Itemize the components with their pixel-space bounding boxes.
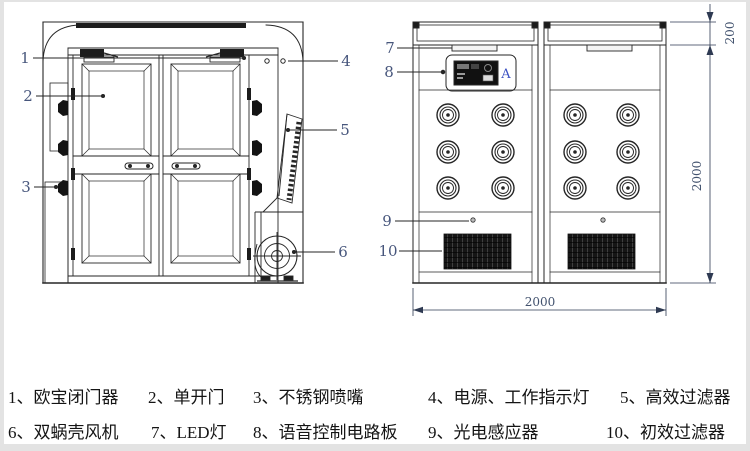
page-edge-strip <box>0 444 750 451</box>
hepa-filter-slanted <box>262 113 303 213</box>
voice-control-panel: A <box>445 54 517 92</box>
legend-item-1: 1、欧宝闭门器 <box>8 388 119 407</box>
legend-item-8: 8、语音控制电路板 <box>253 423 398 442</box>
door-closer-left-icon <box>80 49 119 63</box>
nozzle-icon <box>491 176 515 200</box>
stainless-nozzles-left <box>58 100 68 196</box>
top-light-band <box>76 23 246 28</box>
nozzle-icon <box>563 103 587 127</box>
inner-body-frame <box>412 44 667 284</box>
dim-body-height-label: 2000 <box>690 161 704 192</box>
technical-drawing: A <box>20 4 737 316</box>
nozzle-icon <box>436 140 460 164</box>
nozzle-icon <box>616 103 640 127</box>
legend-item-9: 9、光电感应器 <box>428 423 539 442</box>
nozzle-icon <box>436 176 460 200</box>
legend-item-6: 6、双蜗壳风机 <box>8 423 119 442</box>
page-edge-strip <box>746 0 750 451</box>
nozzle-icon <box>436 103 460 127</box>
callout-9: 9 <box>382 212 392 230</box>
panel-display-letter: A <box>500 67 511 82</box>
leader-lines-inner <box>395 47 469 252</box>
primary-filters <box>443 233 636 270</box>
callout-3: 3 <box>21 178 31 196</box>
nozzle-icon <box>616 176 640 200</box>
indicator-lights <box>264 58 286 64</box>
nozzle-icon <box>491 140 515 164</box>
legend: 1、欧宝闭门器 2、单开门 3、不锈钢喷嘴 4、电源、工作指示灯 5、高效过滤器… <box>0 375 750 451</box>
callout-7: 7 <box>385 39 395 57</box>
callout-8: 8 <box>384 63 394 81</box>
callout-5: 5 <box>340 121 350 139</box>
led-light-bars <box>451 44 633 52</box>
legend-item-3: 3、不锈钢喷嘴 <box>253 388 364 407</box>
page-edge-strip <box>0 0 4 451</box>
leader-lines-front <box>33 55 338 255</box>
door-handles <box>124 162 201 170</box>
nozzle-icon <box>563 176 587 200</box>
dim-top-height-label: 200 <box>723 22 737 45</box>
dimension-annotations <box>412 4 716 316</box>
photo-sensors <box>470 217 606 223</box>
nozzle-icon <box>616 140 640 164</box>
dim-width-label: 2000 <box>525 295 556 309</box>
callout-10: 10 <box>378 242 397 260</box>
top-plenum-boxes <box>412 21 667 46</box>
page-edge-strip <box>0 0 750 2</box>
nozzle-icon <box>491 103 515 127</box>
nozzle-grid <box>436 103 640 200</box>
legend-item-7: 7、LED灯 <box>151 423 227 442</box>
legend-item-5: 5、高效过滤器 <box>620 388 731 407</box>
callout-6: 6 <box>338 243 348 261</box>
stainless-nozzles-right <box>252 100 262 196</box>
door-leaves <box>72 54 250 277</box>
legend-item-4: 4、电源、工作指示灯 <box>428 388 590 407</box>
door-hinges <box>71 88 251 260</box>
callout-2: 2 <box>23 87 33 105</box>
callout-4: 4 <box>341 52 351 70</box>
blower-fan <box>253 211 303 283</box>
door-closer-right-icon <box>205 49 244 63</box>
nozzle-icon <box>563 140 587 164</box>
legend-item-2: 2、单开门 <box>148 388 225 407</box>
legend-item-10: 10、初效过滤器 <box>606 423 725 442</box>
callout-1: 1 <box>20 49 30 67</box>
